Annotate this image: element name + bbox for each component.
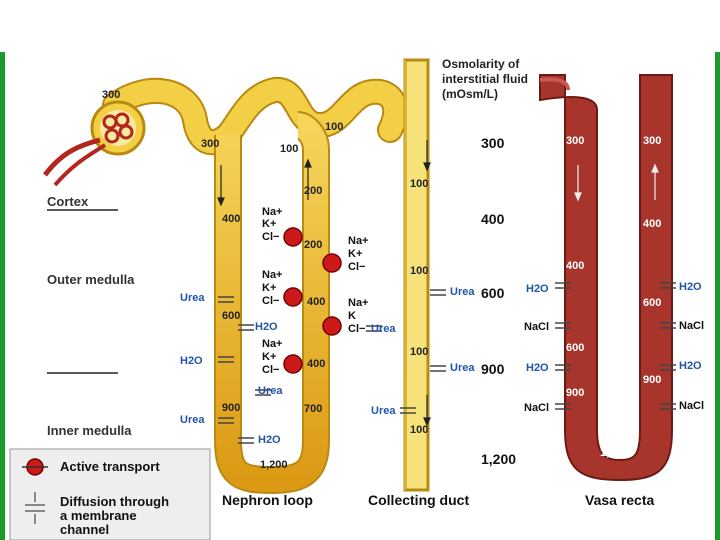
vasa-300-left: 300 (566, 135, 585, 147)
vasa-recta-vessel (539, 74, 673, 482)
ion-cl-4: Cl− (348, 323, 366, 335)
nephron-asc-200b: 200 (304, 239, 323, 251)
label-h2o-1: H2O (255, 321, 278, 333)
title-nephron-loop: Nephron loop (222, 492, 313, 508)
nephron-asc-400b: 400 (307, 358, 326, 370)
left-frame-bar (0, 52, 5, 540)
vasa-400-right: 400 (643, 218, 662, 230)
duct-100-3: 100 (410, 346, 429, 358)
label-urea-1: Urea (180, 292, 205, 304)
ion-na-1: Na+ (262, 206, 283, 218)
right-frame-bar (715, 52, 720, 540)
nephron-glomerulus-value: 300 (102, 89, 121, 101)
nephron-desc-900: 900 (222, 402, 241, 414)
title-vasa-recta: Vasa recta (585, 492, 655, 508)
zone-outer-medulla: Outer medulla (47, 272, 135, 287)
nephron-asc-100a: 100 (325, 121, 344, 133)
nephron-loop-tubule (102, 77, 409, 495)
header-line-2: interstitial fluid (442, 72, 529, 86)
vasa-nacl-right-2: NaCl (679, 400, 705, 412)
nephron-desc-400: 400 (222, 213, 241, 225)
ion-cl-5: Cl− (262, 364, 280, 376)
scale-1200: 1,200 (481, 451, 517, 467)
label-h2o-3: H2O (258, 434, 281, 446)
ion-na-2: Na+ (348, 235, 369, 247)
ion-k-4: K (348, 310, 356, 322)
nephron-desc-600: 600 (222, 310, 241, 322)
duct-100-4: 100 (410, 424, 429, 436)
vasa-nacl-left-1: NaCl (524, 321, 550, 333)
scale-900: 900 (481, 361, 505, 377)
glomerulus (42, 100, 146, 187)
vasa-600-left: 600 (566, 342, 585, 354)
vasa-h2o-left-2: H2O (526, 362, 549, 374)
zone-cortex: Cortex (47, 194, 89, 209)
header-line-1: Osmolarity of (442, 57, 520, 71)
vasa-900-left: 900 (566, 387, 585, 399)
duct-100-2: 100 (410, 265, 429, 277)
legend-active-transport: Active transport (60, 459, 160, 474)
scale-400: 400 (481, 211, 505, 227)
vasa-bottom-1200: 1,200 (600, 447, 628, 459)
nephron-asc-700: 700 (304, 403, 323, 415)
title-collecting-duct: Collecting duct (368, 492, 470, 508)
ion-na-5: Na+ (262, 338, 283, 350)
vasa-nacl-right-1: NaCl (679, 320, 705, 332)
duct-100-1: 100 (410, 178, 429, 190)
flow-arrows (217, 140, 659, 427)
nephron-desc-300: 300 (201, 138, 220, 150)
nephron-asc-100b: 100 (280, 143, 299, 155)
ion-cl-2: Cl− (348, 261, 366, 273)
label-urea-2: Urea (258, 385, 283, 397)
legend-box (9, 448, 211, 540)
nephron-bottom-1200: 1,200 (260, 459, 288, 471)
duct-urea-1: Urea (450, 286, 475, 298)
ion-k-2: K+ (348, 248, 363, 260)
duct-urea-3: Urea (371, 405, 396, 417)
scale-600: 600 (481, 285, 505, 301)
ion-k-3: K+ (262, 282, 277, 294)
active-transport-pumps (283, 227, 342, 374)
duct-urea-2: Urea (450, 362, 475, 374)
legend-diffusion-2: a membrane (60, 508, 137, 523)
ion-k-1: K+ (262, 218, 277, 230)
vasa-h2o-right-1: H2O (679, 281, 702, 293)
vasa-900-right: 900 (643, 374, 662, 386)
ion-cl-3: Cl− (262, 295, 280, 307)
label-h2o-2: H2O (180, 355, 203, 367)
vasa-600-right: 600 (643, 297, 662, 309)
ion-na-4: Na+ (348, 297, 369, 309)
nephron-asc-200a: 200 (304, 185, 323, 197)
header-line-3: (mOsm/L) (442, 87, 499, 101)
nephron-asc-400: 400 (307, 296, 326, 308)
ion-na-3: Na+ (262, 269, 283, 281)
zone-inner-medulla: Inner medulla (47, 423, 132, 438)
vasa-h2o-right-2: H2O (679, 360, 702, 372)
diffusion-channels (218, 282, 676, 444)
label-urea-3: Urea (180, 414, 205, 426)
ion-cl-1: Cl− (262, 231, 280, 243)
vasa-300-right: 300 (643, 135, 662, 147)
ion-k-5: K+ (262, 351, 277, 363)
scale-300: 300 (481, 135, 505, 151)
vasa-400-left: 400 (566, 260, 585, 272)
collecting-duct (403, 58, 430, 492)
vasa-h2o-left-1: H2O (526, 283, 549, 295)
label-urea-4: Urea (371, 323, 396, 335)
vasa-nacl-left-2: NaCl (524, 402, 550, 414)
legend-diffusion-1: Diffusion through (60, 494, 170, 509)
legend-diffusion-3: channel (60, 522, 110, 537)
